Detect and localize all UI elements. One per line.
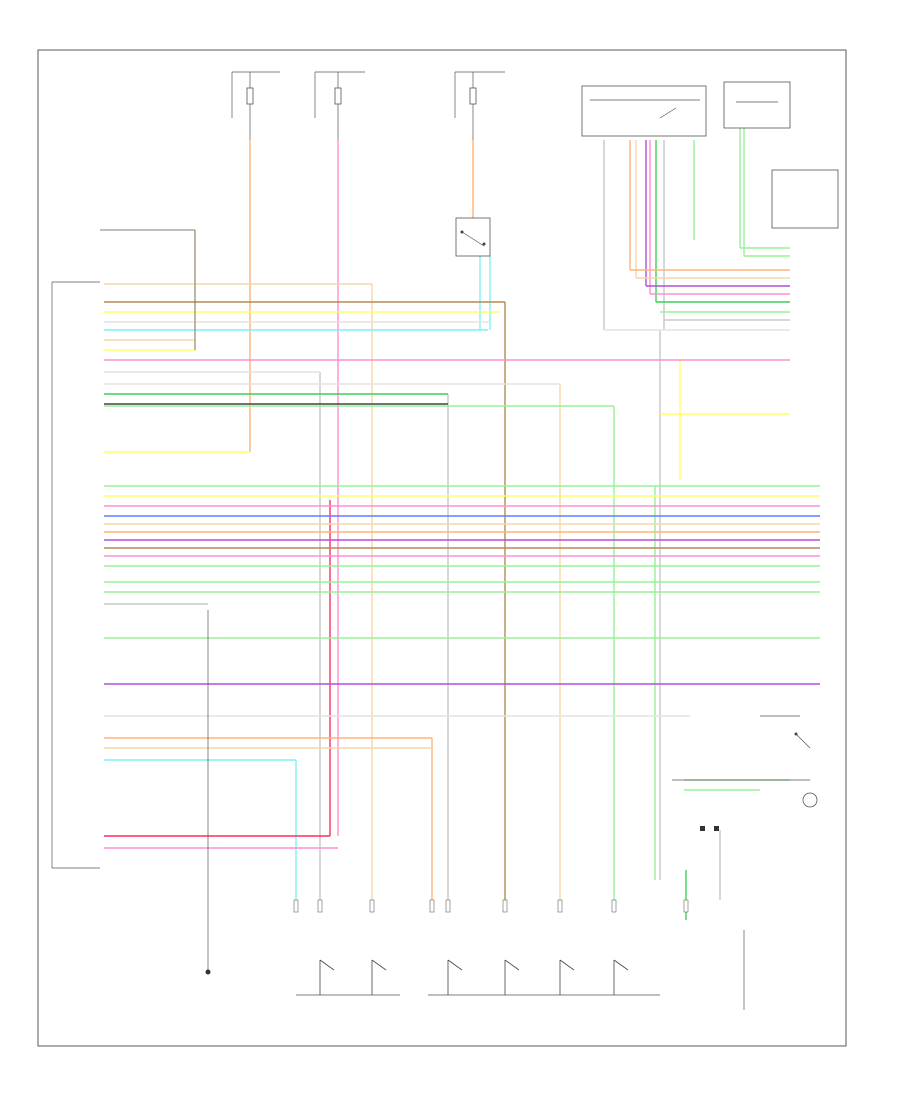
upper-right-module	[581, 85, 707, 137]
side-connector-box	[771, 169, 839, 229]
wire-end-connector-7	[557, 899, 563, 913]
upper-right-module-2	[723, 81, 791, 129]
bottom-connectors	[293, 899, 689, 913]
ground-contact	[504, 959, 520, 971]
control-module-connector	[51, 229, 196, 869]
ground-contact	[319, 959, 335, 971]
ground-contact	[559, 959, 575, 971]
switch-component	[455, 217, 491, 257]
ground-symbol-1	[319, 959, 335, 995]
diagram-frame	[37, 49, 847, 1047]
chassis-ground	[205, 610, 211, 975]
wire-end-connector-4	[429, 899, 435, 913]
ground-symbol-6	[613, 959, 629, 995]
ground-contact	[613, 959, 629, 971]
wire-end-connector-3	[369, 899, 375, 913]
ground-contact	[447, 959, 463, 971]
ground-symbol-3	[447, 959, 463, 995]
wire-end-connector-1	[293, 899, 299, 913]
right-switch	[760, 715, 811, 749]
fuse-block-2	[314, 71, 365, 140]
ground-symbols	[319, 959, 629, 995]
sensor-connector	[672, 779, 810, 831]
ground-symbol-5	[559, 959, 575, 995]
vertical-wires	[194, 128, 745, 920]
right-sensor	[802, 792, 818, 808]
fuse-block-1	[231, 71, 280, 140]
ground-symbol-2	[371, 959, 387, 995]
wire-end-connector-8	[611, 899, 617, 913]
fuse-block-3	[454, 71, 505, 140]
horizontal-wires	[104, 247, 820, 849]
wire-end-connector-6	[502, 899, 508, 913]
wire-end-connector-2	[317, 899, 323, 913]
ground-contact	[371, 959, 387, 971]
ground-symbol-4	[504, 959, 520, 995]
wire-end-connector-9	[683, 899, 689, 913]
wire-end-connector-5	[445, 899, 451, 913]
